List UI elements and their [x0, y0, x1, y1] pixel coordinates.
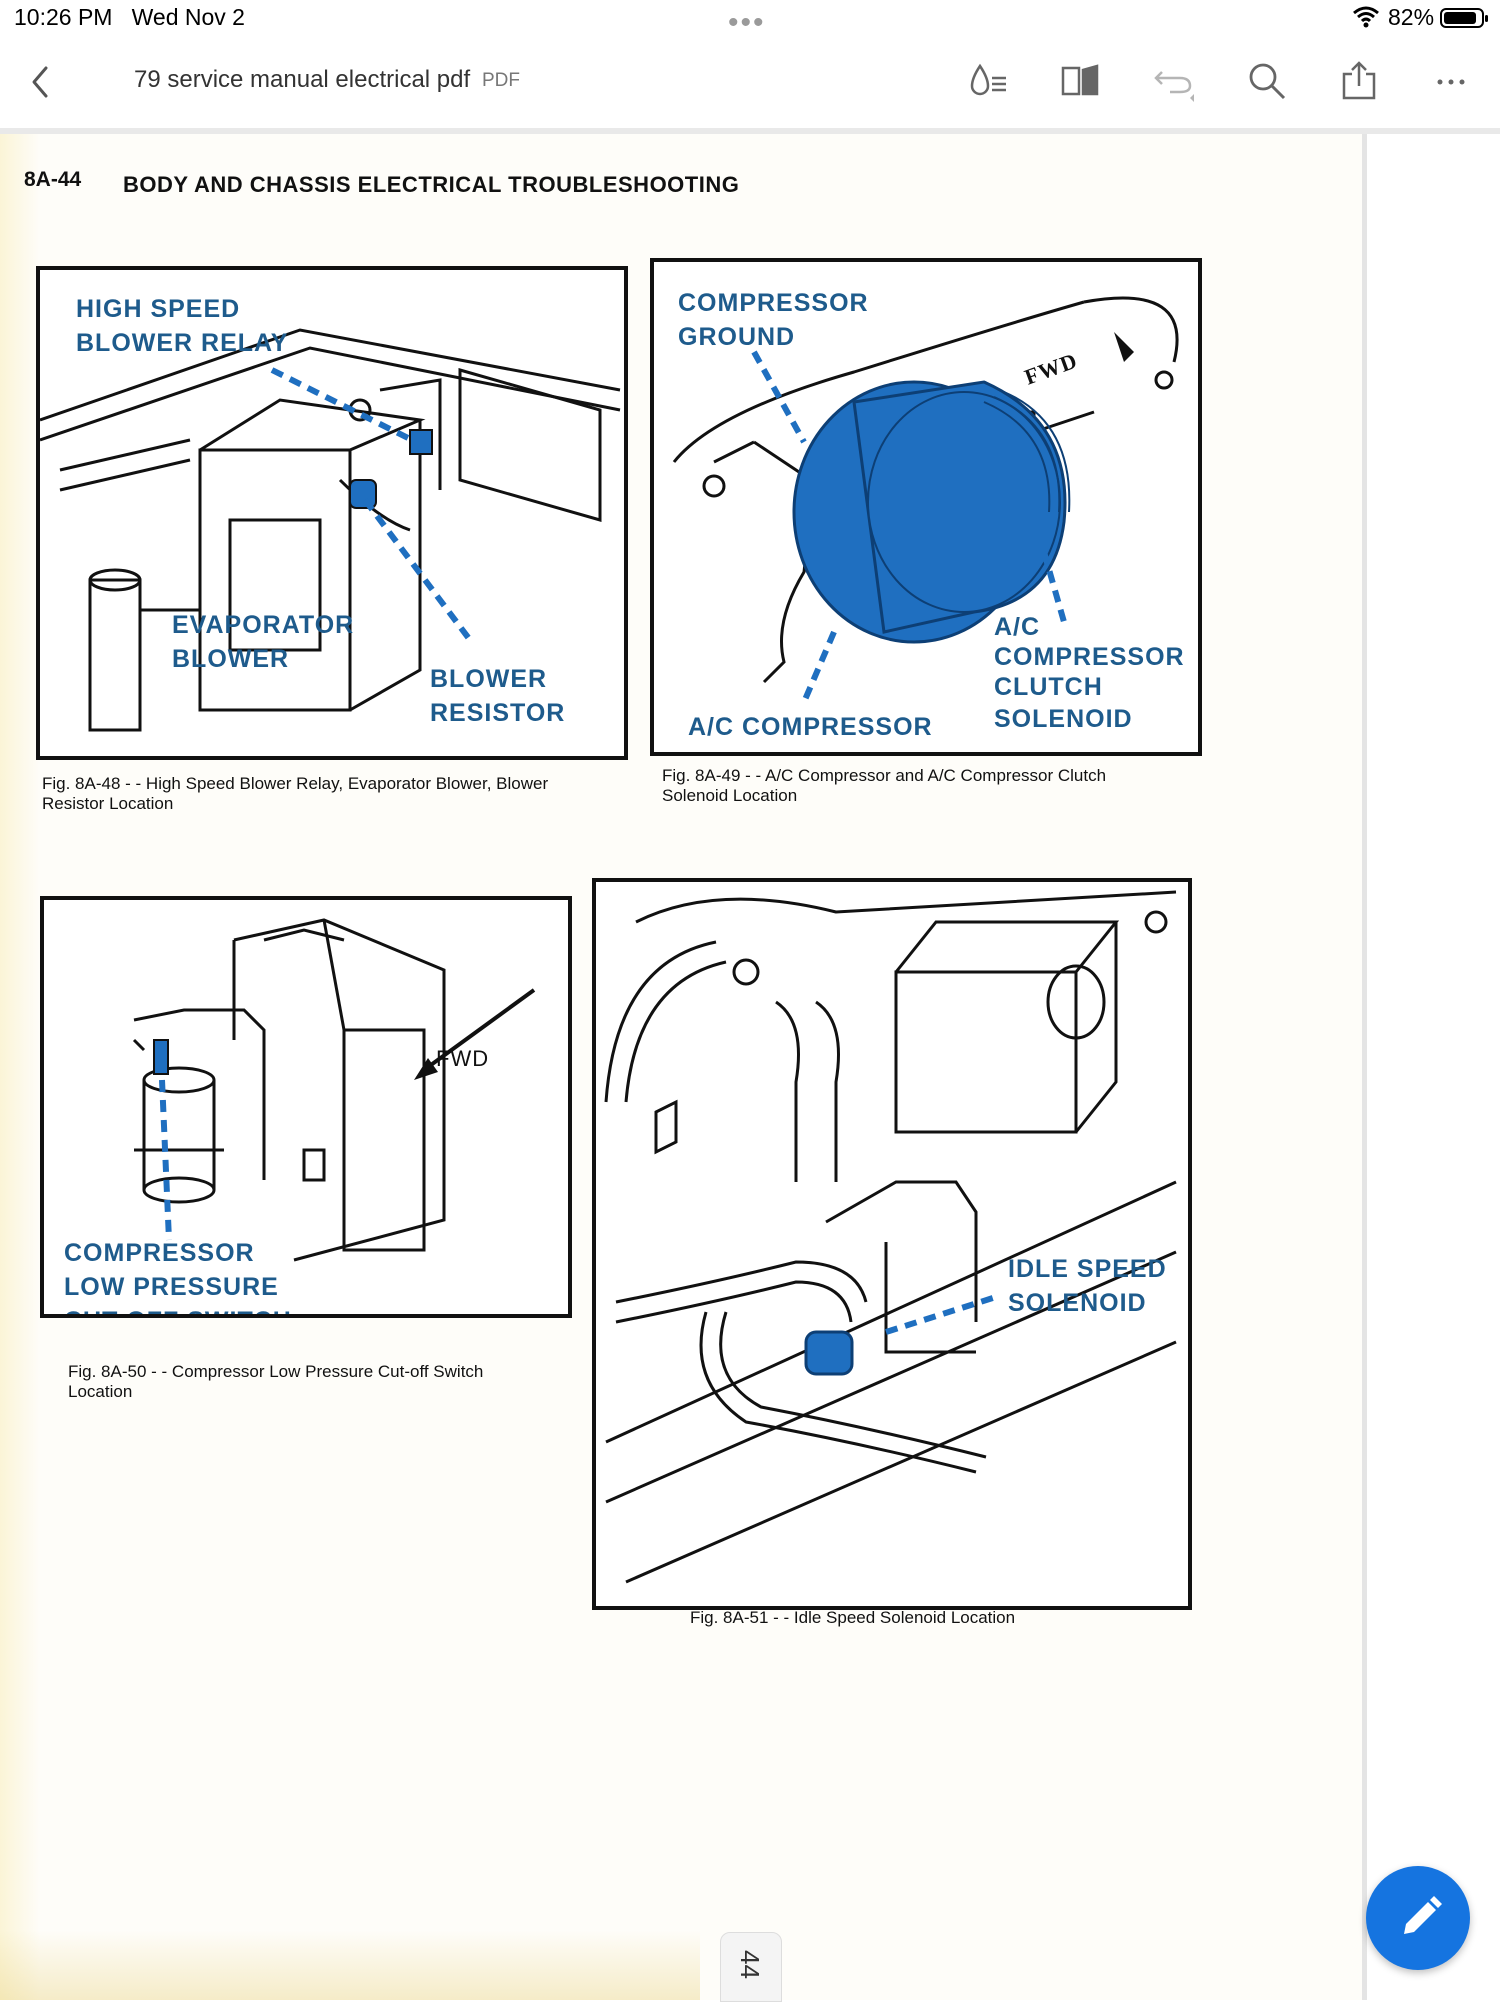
- figure-8a-48-drawing: [40, 328, 621, 732]
- page-indicator[interactable]: 44: [720, 1932, 782, 2002]
- page-view-icon[interactable]: [1058, 58, 1104, 104]
- search-icon[interactable]: [1244, 58, 1290, 104]
- figure-8a-49-drawing: [672, 296, 1179, 704]
- label-high-speed: HIGH SPEED: [76, 295, 241, 323]
- multitask-dots-icon[interactable]: •••: [728, 6, 766, 39]
- status-bar: 10:26 PM Wed Nov 2 ••• 82%: [0, 0, 1500, 40]
- wifi-icon: [1353, 6, 1379, 28]
- label-low-pressure: LOW PRESSURE: [64, 1273, 279, 1301]
- label-ac-compressor: A/C COMPRESSOR: [688, 713, 933, 741]
- read-mode-icon[interactable]: [966, 58, 1012, 104]
- label-fwd-2: FWD: [436, 1046, 490, 1071]
- share-icon[interactable]: [1336, 58, 1382, 104]
- figure-8a-48: HIGH SPEED BLOWER RELAY EVAPORATOR BLOWE…: [36, 266, 628, 760]
- back-chevron-icon[interactable]: [22, 60, 58, 104]
- pdf-toolbar: 79 service manual electrical pdf PDF: [0, 40, 1500, 134]
- pdf-page: 8A-44 BODY AND CHASSIS ELECTRICAL TROUBL…: [0, 134, 1367, 2000]
- label-clutch: CLUTCH: [994, 673, 1103, 701]
- label-compressor: COMPRESSOR: [678, 289, 869, 317]
- label-idle-speed: IDLE SPEED: [1008, 1255, 1167, 1283]
- figure-8a-51-drawing: [604, 890, 1177, 1584]
- label-blower-relay: BLOWER RELAY: [76, 329, 289, 357]
- figure-8a-50-caption: Fig. 8A-50 - - Compressor Low Pressure C…: [68, 1362, 484, 1401]
- document-title: 79 service manual electrical pdf: [134, 66, 471, 93]
- figure-8a-49: COMPRESSOR GROUND FWD A/C COMPRESSOR CLU…: [650, 258, 1202, 756]
- more-icon[interactable]: [1428, 58, 1474, 104]
- figure-8a-49-caption: Fig. 8A-49 - - A/C Compressor and A/C Co…: [662, 766, 1107, 805]
- status-time: 10:26 PM Wed Nov 2: [14, 4, 245, 30]
- figure-8a-50-drawing: [132, 918, 536, 1262]
- pencil-icon: [1404, 1896, 1442, 1934]
- figure-8a-48-caption: Fig. 8A-48 - - High Speed Blower Relay, …: [42, 774, 549, 813]
- label-evaporator: EVAPORATOR: [172, 611, 355, 639]
- document-type: PDF: [482, 70, 520, 91]
- battery-percent: 82%: [1388, 4, 1435, 30]
- label-compressor-3: COMPRESSOR: [64, 1239, 255, 1267]
- label-solenoid-2: SOLENOID: [1008, 1289, 1147, 1317]
- label-blower: BLOWER: [430, 665, 548, 693]
- figure-8a-50: FWD COMPRESSOR LOW PRESSURE CUT-OFF SWIT…: [40, 896, 572, 1318]
- label-resistor: RESISTOR: [430, 699, 566, 727]
- battery-icon: [1440, 8, 1488, 28]
- figure-8a-51: IDLE SPEED SOLENOID: [592, 878, 1192, 1610]
- figure-8a-51-caption: Fig. 8A-51 - - Idle Speed Solenoid Locat…: [690, 1608, 1016, 1627]
- label-ground: GROUND: [678, 323, 796, 351]
- label-solenoid: SOLENOID: [994, 705, 1133, 733]
- label-cut-off-switch: CUT-OFF SWITCH: [64, 1304, 292, 1314]
- page-label: 8A-44: [24, 168, 82, 191]
- label-compressor-2: COMPRESSOR: [994, 643, 1185, 671]
- label-ac: A/C: [994, 613, 1041, 641]
- page-indicator-number: 44: [734, 1950, 765, 1979]
- section-title: BODY AND CHASSIS ELECTRICAL TROUBLESHOOT…: [123, 172, 740, 197]
- undo-icon[interactable]: [1150, 58, 1196, 104]
- label-evaporator-blower: BLOWER: [172, 645, 290, 673]
- edit-button[interactable]: [1366, 1866, 1470, 1970]
